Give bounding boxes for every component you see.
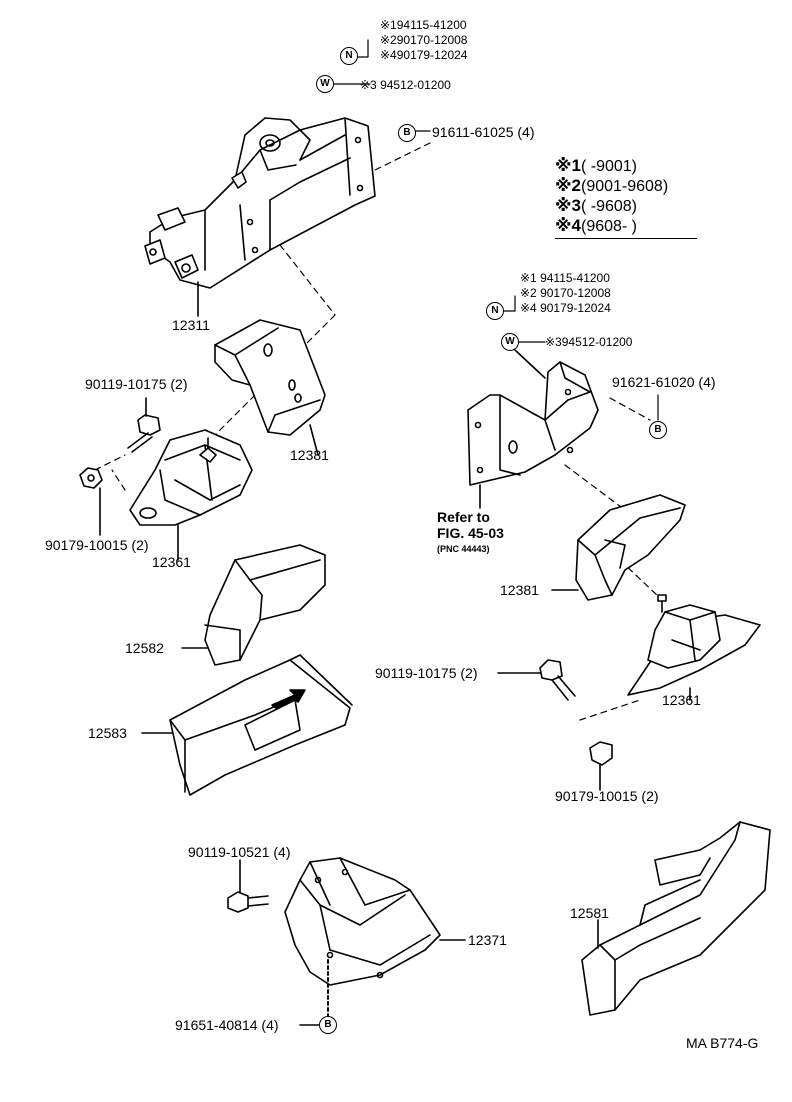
part-star2-right: ※2 90170-12008 [520, 286, 611, 300]
part-nut-left: 90179-10015 (2) [45, 537, 149, 553]
cover-12581 [581, 821, 771, 1016]
b-marker-top: B [398, 124, 416, 142]
part-cover-12582: 12582 [125, 640, 164, 656]
n-marker-right: N [486, 302, 504, 320]
refer-line1: Refer to [437, 509, 490, 525]
part-star4-right: ※4 90179-12024 [520, 301, 611, 315]
mount-12361-left [129, 429, 253, 561]
figure-code: MA B774-G [686, 1035, 759, 1051]
cover-12582 [181, 544, 326, 666]
part-washer-top: ※3 94512-01200 [360, 78, 451, 92]
legend-row-2: ※2(9001-9608) [555, 176, 669, 195]
guide-lines-right [564, 397, 661, 721]
part-bolt-left: 90119-10175 (2) [85, 376, 188, 392]
part-mount-12361-right: 12361 [662, 692, 701, 708]
part-washer-right: ※394512-01200 [545, 335, 633, 349]
mount-12371 [284, 857, 466, 986]
part-cover-12581: 12581 [570, 905, 609, 921]
engine-bracket-12311 [144, 117, 376, 317]
legend-rule [555, 238, 697, 239]
b-marker-right: B [649, 421, 667, 439]
engine-bracket-right [467, 349, 599, 509]
bolt-90119-right [497, 659, 576, 701]
legend-row-4: ※4(9608- ) [555, 216, 638, 235]
cover-12583 [141, 654, 353, 796]
refer-pnc: (PNC 44443) [437, 544, 490, 554]
refer-line2: FIG. 45-03 [437, 525, 504, 541]
bolt-90119-left [127, 397, 161, 453]
nut-90179-right [589, 741, 613, 791]
part-mount-12361-left: 12361 [152, 554, 191, 570]
w-marker-top: W [316, 75, 334, 93]
part-star1-right: ※1 94115-41200 [520, 271, 610, 285]
w-marker-right: W [501, 333, 519, 351]
part-bolt-rear-bottom: 91651-40814 (4) [175, 1017, 279, 1033]
part-insulator-12381-left: 12381 [290, 447, 329, 463]
part-bolt-top: 91611-61025 (4) [432, 124, 535, 140]
part-mount-12371: 12371 [468, 932, 507, 948]
insulator-12381-right [551, 494, 686, 601]
part-nut-right: 90179-10015 (2) [555, 788, 659, 804]
insulator-12381-left [214, 319, 326, 456]
guide-lines-top [94, 142, 431, 491]
part-bolt-right: 90119-10175 (2) [375, 665, 478, 681]
part-star1-top: ※194115-41200 [380, 18, 467, 32]
mount-12361-right [627, 594, 761, 701]
legend: ※1( -9001) ※2(9001-9608) ※3( -9608) ※4(9… [555, 156, 697, 239]
part-bracket-12311: 12311 [172, 317, 210, 333]
legend-row-3: ※3( -9608) [555, 196, 638, 215]
part-bolt-rear: 90119-10521 (4) [188, 844, 291, 860]
part-star4-top: ※490179-12024 [380, 48, 468, 62]
nut-90179-left [79, 467, 103, 536]
n-marker-top: N [340, 47, 358, 65]
part-cover-12583: 12583 [88, 725, 127, 741]
part-insulator-12381-right: 12381 [500, 582, 539, 598]
bolt-90119-rear [227, 859, 269, 913]
part-star2-top: ※290170-12008 [380, 33, 468, 47]
legend-row-1: ※1( -9001) [555, 156, 638, 175]
b-marker-rear: B [319, 1016, 337, 1034]
part-bolt-right-top: 91621-61020 (4) [612, 374, 716, 390]
